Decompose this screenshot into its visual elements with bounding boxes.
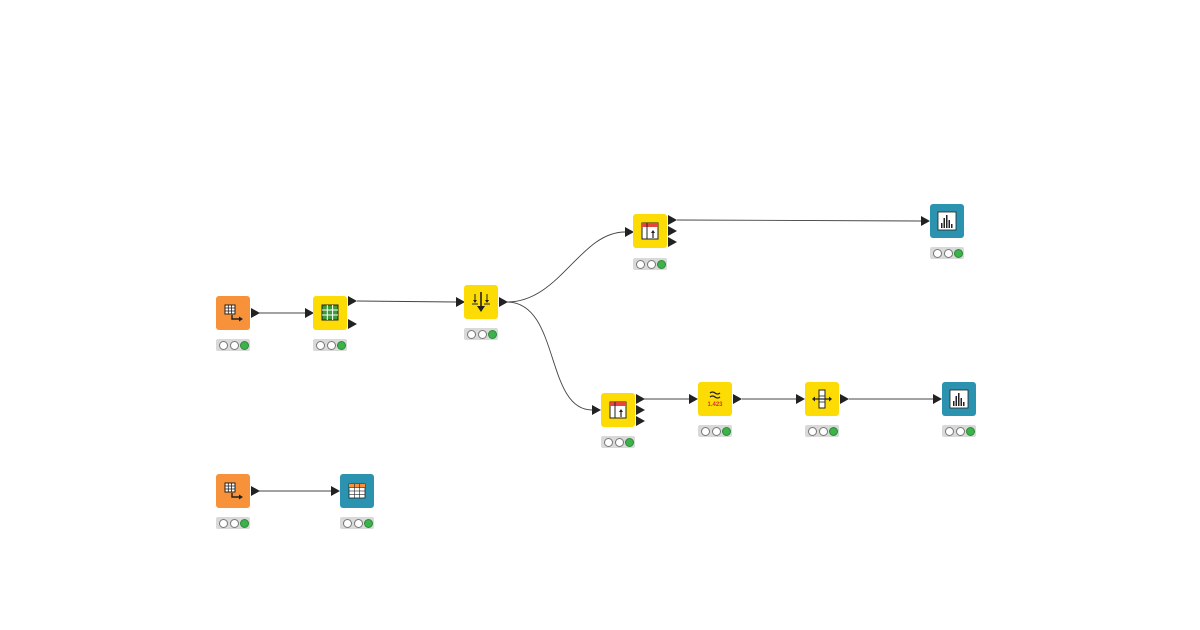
column-filter-icon [609, 401, 627, 419]
node-status-indicator [313, 339, 347, 351]
node-status-indicator [216, 339, 250, 351]
column-resorter-icon [812, 389, 832, 409]
split-arrows-icon [472, 292, 490, 312]
table-creator-icon [224, 482, 243, 500]
node-status-indicator [930, 247, 964, 259]
input-port[interactable] [331, 486, 340, 496]
histogram-node[interactable] [930, 204, 964, 238]
status-light [614, 438, 624, 447]
status-light-executed [364, 519, 373, 528]
status-light [933, 249, 942, 258]
status-light [636, 260, 645, 269]
node-status-indicator [216, 517, 250, 529]
status-light [818, 427, 828, 436]
output-port[interactable] [668, 237, 677, 247]
status-light [955, 427, 965, 436]
output-port[interactable] [348, 296, 357, 306]
status-light [326, 341, 336, 350]
number-rounder-node[interactable]: 1.423 [698, 382, 732, 416]
input-port[interactable] [625, 227, 634, 237]
column-filter-node[interactable] [601, 393, 635, 427]
output-port[interactable] [348, 319, 357, 329]
column-filter-node[interactable] [633, 214, 667, 248]
status-light [316, 341, 325, 350]
row-splitter-node[interactable] [464, 285, 498, 319]
status-light-executed [954, 249, 963, 258]
table-grid-icon [321, 304, 339, 321]
connection-line[interactable] [506, 301, 593, 411]
output-port[interactable] [668, 226, 677, 236]
status-light [229, 519, 239, 528]
input-port[interactable] [933, 394, 942, 404]
table-manipulator-node[interactable] [313, 296, 347, 330]
table-creator-node[interactable] [216, 474, 250, 508]
node-status-indicator [601, 436, 635, 448]
status-light [219, 519, 228, 528]
status-light [219, 341, 228, 350]
status-light [711, 427, 721, 436]
input-port[interactable] [592, 405, 601, 415]
node-status-indicator [464, 328, 498, 340]
input-port[interactable] [921, 216, 930, 226]
status-light [604, 438, 613, 447]
output-port[interactable] [251, 308, 260, 318]
connection-line[interactable] [356, 300, 457, 303]
output-port[interactable] [636, 405, 645, 415]
input-port[interactable] [796, 394, 805, 404]
status-light [943, 249, 953, 258]
status-light [701, 427, 710, 436]
table-creator-node[interactable] [216, 296, 250, 330]
node-status-indicator [805, 425, 839, 437]
output-port[interactable] [499, 297, 508, 307]
status-light-executed [625, 438, 634, 447]
output-port[interactable] [636, 416, 645, 426]
status-light [343, 519, 352, 528]
histogram-icon [949, 389, 969, 409]
node-status-indicator [340, 517, 374, 529]
status-light [646, 260, 656, 269]
status-light-executed [829, 427, 838, 436]
input-port[interactable] [456, 297, 465, 307]
column-filter-icon [641, 222, 659, 240]
approx-number-icon [709, 391, 721, 399]
output-port[interactable] [840, 394, 849, 404]
table-creator-icon [224, 304, 243, 322]
status-light-executed [657, 260, 666, 269]
status-light-executed [337, 341, 346, 350]
node-status-indicator [942, 425, 976, 437]
connection-line[interactable] [676, 219, 922, 222]
number-label: 1.423 [707, 402, 723, 408]
status-light-executed [488, 330, 497, 339]
histogram-icon [937, 211, 957, 231]
status-light [477, 330, 487, 339]
status-light [467, 330, 476, 339]
status-light-executed [966, 427, 975, 436]
status-light [229, 341, 239, 350]
output-port[interactable] [636, 394, 645, 404]
table-view-node[interactable] [340, 474, 374, 508]
column-resorter-node[interactable] [805, 382, 839, 416]
node-status-indicator [633, 258, 667, 270]
node-status-indicator [698, 425, 732, 437]
status-light-executed [240, 341, 249, 350]
output-port[interactable] [251, 486, 260, 496]
input-port[interactable] [305, 308, 314, 318]
input-port[interactable] [689, 394, 698, 404]
status-light-executed [722, 427, 731, 436]
status-light [808, 427, 817, 436]
histogram-node[interactable] [942, 382, 976, 416]
status-light-executed [240, 519, 249, 528]
connection-line[interactable] [506, 231, 626, 303]
table-view-icon [348, 483, 366, 499]
output-port[interactable] [733, 394, 742, 404]
status-light [353, 519, 363, 528]
status-light [945, 427, 954, 436]
output-port[interactable] [668, 215, 677, 225]
